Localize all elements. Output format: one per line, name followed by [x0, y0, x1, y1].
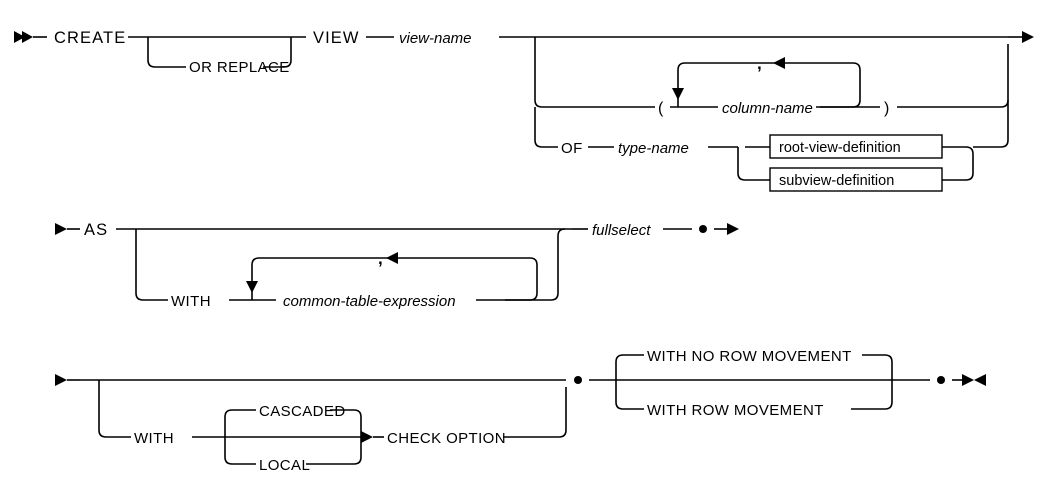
cte-loop-back-arrowhead — [386, 252, 398, 264]
rail-no-row-movement-in — [615, 354, 644, 380]
rail-branch-to-column-list — [534, 37, 655, 108]
rail-cascaded-out — [330, 409, 362, 437]
label-create: CREATE — [54, 29, 126, 47]
rail-no-row-movement-out — [862, 354, 893, 380]
loop-back-arrowhead — [773, 57, 785, 69]
rail-of-rejoin — [973, 100, 1009, 148]
label-common-table-expression: common-table-expression — [283, 293, 456, 310]
label-view-name: view-name — [399, 30, 472, 47]
row2-start-arrow — [55, 223, 80, 235]
continuation-dot-end — [937, 376, 945, 384]
rail-viewdef-merge — [942, 146, 974, 181]
rail-or-replace-out — [263, 37, 292, 68]
label-fullselect: fullselect — [592, 222, 651, 239]
rail-cascaded-in — [224, 409, 256, 437]
label-subview-definition: subview-definition — [779, 173, 894, 189]
row3-start-arrow — [55, 374, 80, 386]
label-or-replace: OR REPLACE — [189, 59, 290, 76]
label-paren-close: ) — [884, 100, 889, 117]
rail-cte-loop — [251, 257, 538, 301]
start-marker-double-arrow — [14, 31, 47, 43]
label-with-cte: WITH — [171, 293, 211, 310]
rail-with-cte-in — [135, 229, 168, 301]
row1-end-arrow — [1008, 31, 1034, 43]
label-cascaded: CASCADED — [259, 403, 346, 420]
cte-loop-down-arrowhead — [246, 281, 258, 293]
rail-with-check-in — [98, 380, 131, 438]
rail-cte-rejoin — [476, 228, 566, 301]
rail-columnlist-rejoin — [897, 44, 1009, 108]
continuation-dot-row3 — [574, 376, 582, 384]
label-type-name: type-name — [618, 140, 689, 157]
rail-branch-to-of — [534, 107, 558, 148]
loop-down-arrowhead — [672, 88, 684, 100]
label-as: AS — [84, 221, 108, 239]
label-with-row-movement: WITH ROW MOVEMENT — [647, 402, 824, 419]
rail-to-subview-def — [737, 147, 770, 181]
rail-check-option-rejoin — [503, 387, 567, 438]
label-paren-open: ( — [658, 100, 664, 117]
label-local: LOCAL — [259, 457, 310, 474]
label-column-name: column-name — [722, 100, 813, 117]
label-with-no-row-movement: WITH NO ROW MOVEMENT — [647, 348, 852, 365]
label-with-check: WITH — [134, 430, 174, 447]
label-root-view-definition: root-view-definition — [779, 140, 901, 156]
rail-or-replace-in — [147, 37, 186, 68]
continuation-dot-row2 — [699, 225, 707, 233]
label-loop-comma: , — [757, 54, 762, 73]
row2-end-arrow — [714, 223, 739, 235]
label-view: VIEW — [313, 29, 360, 47]
check-choice-merge-arrowhead — [361, 431, 373, 443]
rail-local-in — [224, 437, 256, 465]
label-cte-loop-comma: , — [378, 249, 383, 268]
label-of: OF — [561, 140, 583, 157]
rail-row-movement-in — [615, 380, 644, 410]
end-marker-bowtie — [952, 374, 986, 386]
rail-local-out — [306, 437, 362, 465]
label-check-option: CHECK OPTION — [387, 430, 506, 447]
rail-row-movement-out — [851, 380, 893, 410]
rail-column-loop — [677, 62, 861, 108]
